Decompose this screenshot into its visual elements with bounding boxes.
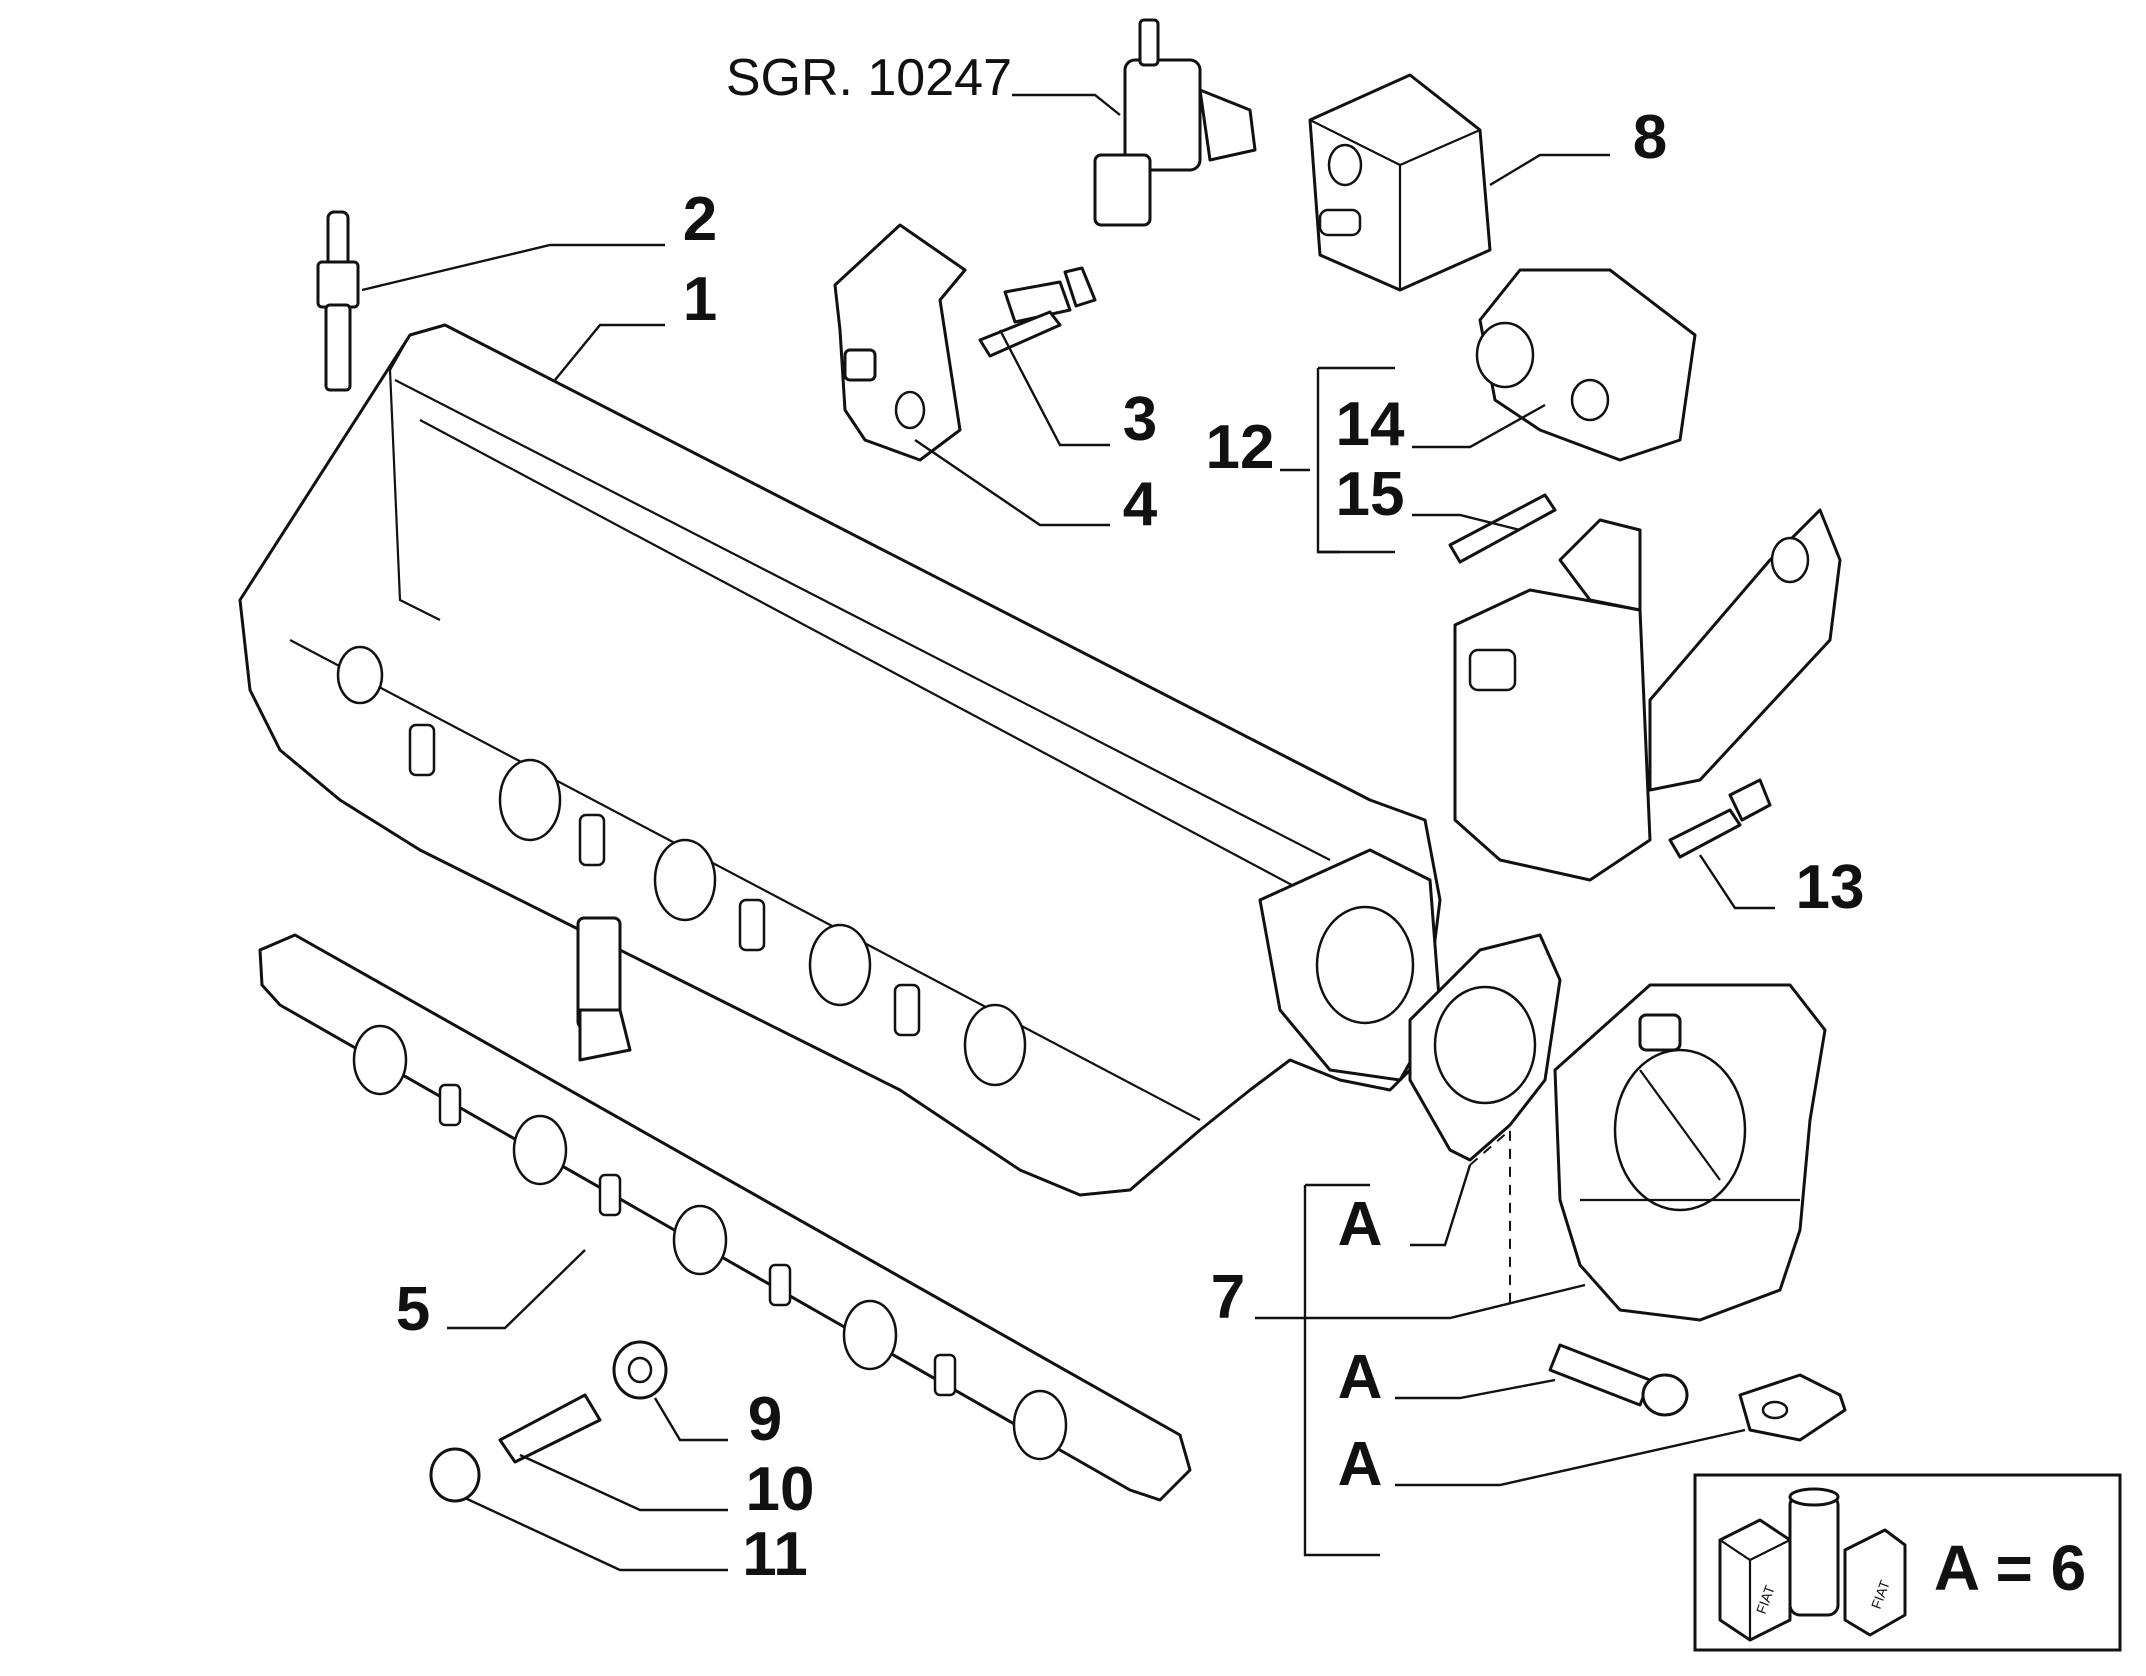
callout-13: 13 bbox=[1796, 853, 1865, 922]
stud-part-10 bbox=[498, 1393, 602, 1464]
intake-manifold-part-1 bbox=[238, 323, 1442, 1197]
washer-part-11 bbox=[429, 1447, 481, 1503]
solenoid-valve bbox=[1093, 18, 1257, 227]
group-a-label-2: A bbox=[1338, 1343, 1383, 1412]
callout-8: 8 bbox=[1633, 103, 1667, 172]
gasket-part-5 bbox=[258, 933, 1192, 1502]
actuator-part-8 bbox=[1308, 73, 1492, 292]
bolt-part-13 bbox=[1668, 778, 1772, 859]
callout-14: 14 bbox=[1336, 390, 1405, 459]
clip-group-a bbox=[1738, 1373, 1847, 1442]
callout-9: 9 bbox=[748, 1385, 782, 1454]
bracket-part-4 bbox=[833, 223, 967, 462]
callout-5: 5 bbox=[396, 1275, 430, 1344]
callout-4: 4 bbox=[1123, 470, 1158, 539]
legend-box: FIAT FIAT A = 6 bbox=[1693, 1473, 2122, 1652]
egr-valve-part-14 bbox=[1475, 268, 1697, 462]
pin-part-15 bbox=[1448, 493, 1557, 564]
callout-10: 10 bbox=[746, 1455, 815, 1524]
group-a-label-1: A bbox=[1338, 1190, 1383, 1259]
bolt-group-a bbox=[1548, 1343, 1689, 1417]
callout-12: 12 bbox=[1206, 413, 1275, 482]
bolt-part-3 bbox=[978, 266, 1097, 358]
reference-code: SGR. 10247 bbox=[726, 49, 1012, 107]
leader-lines bbox=[361, 93, 1775, 1572]
nut-part-9 bbox=[612, 1340, 668, 1400]
callout-2: 2 bbox=[683, 185, 717, 254]
group-a-label-3: A bbox=[1338, 1430, 1383, 1499]
throttle-body-part-7 bbox=[1553, 983, 1827, 1322]
throttle-gasket bbox=[1408, 933, 1562, 1162]
callout-1: 1 bbox=[683, 265, 717, 334]
callout-15: 15 bbox=[1336, 460, 1405, 529]
callout-3: 3 bbox=[1123, 385, 1157, 454]
fiat-parts-icon: FIAT FIAT bbox=[1718, 1487, 1907, 1642]
callout-11: 11 bbox=[742, 1520, 808, 1589]
legend-text: A = 6 bbox=[1934, 1532, 2086, 1604]
callout-7: 7 bbox=[1211, 1263, 1245, 1332]
egr-housing bbox=[1453, 508, 1842, 882]
stud-part-2 bbox=[316, 210, 360, 392]
